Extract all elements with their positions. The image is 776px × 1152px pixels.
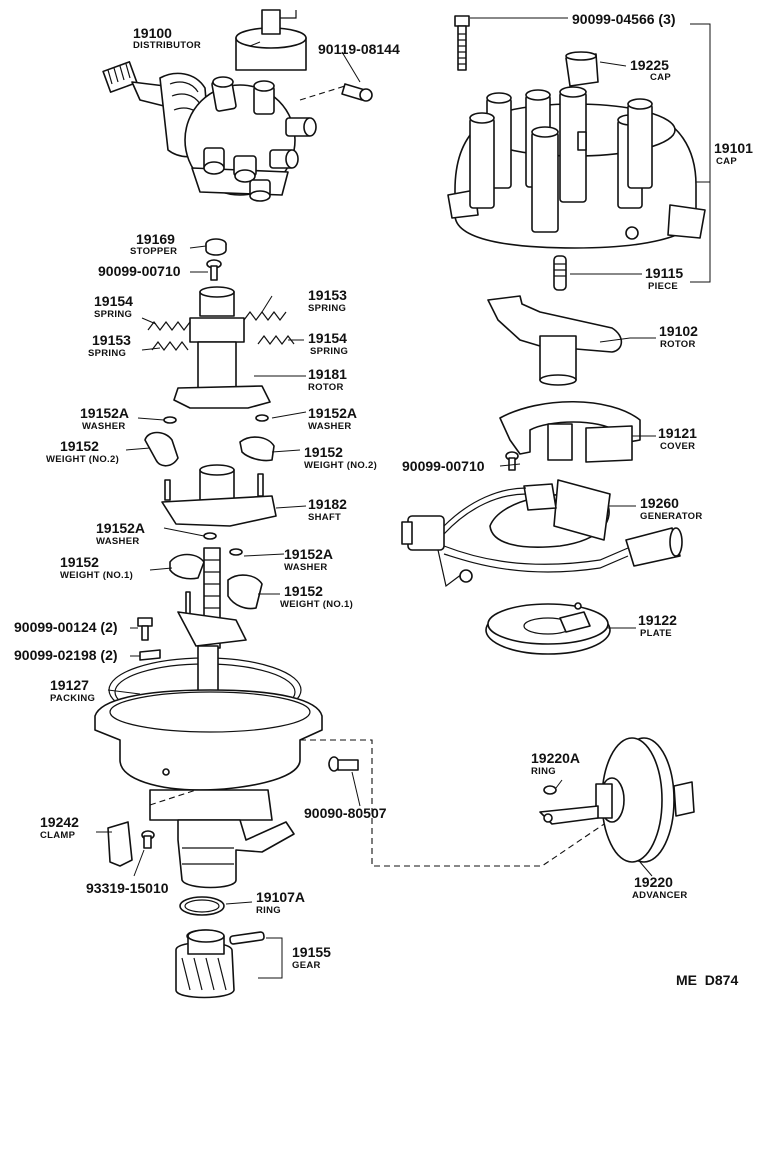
- part-name-packing: PACKING: [50, 693, 95, 704]
- part-name-generator: GENERATOR: [640, 511, 703, 522]
- part-name-cap: CAP: [716, 156, 737, 167]
- part-name-washer-l3: WASHER: [96, 536, 140, 547]
- part-number-rotor-19181: 19181: [308, 366, 347, 382]
- part-number-spring-l2: 19153: [92, 332, 131, 348]
- part-number-screw-08144: 90119-08144: [318, 41, 400, 57]
- part-number-cap-small: 19225: [630, 57, 669, 73]
- part-number-washer-l1: 19152A: [80, 405, 129, 421]
- part-name-weight-l2: WEIGHT (NO.2): [46, 454, 119, 465]
- part-number-stopper: 19169: [136, 231, 175, 247]
- part-number-spring-r2: 19154: [308, 330, 347, 346]
- part-number-shaft: 19182: [308, 496, 347, 512]
- part-number-distributor: 19100: [133, 25, 172, 41]
- part-number-rotor-19102: 19102: [659, 323, 698, 339]
- part-number-screw-00710b: 90099-00710: [402, 458, 485, 474]
- part-name-spring-l2: SPRING: [88, 348, 126, 359]
- part-number-weight-r1: 19152: [284, 583, 323, 599]
- cap-drawing: [447, 15, 706, 291]
- rotor-drawing: [487, 295, 623, 386]
- part-number-screw-00124: 90099-00124 (2): [14, 619, 118, 635]
- part-name-washer-l1: WASHER: [82, 421, 126, 432]
- part-number-spring-l1: 19154: [94, 293, 133, 309]
- part-name-plate: PLATE: [640, 628, 672, 639]
- part-name-weight-l1: WEIGHT (NO.1): [60, 570, 133, 581]
- part-number-gear: 19155: [292, 944, 331, 960]
- part-name-spring-l1: SPRING: [94, 309, 132, 320]
- part-name-distributor: DISTRIBUTOR: [133, 40, 201, 51]
- generator-drawing: [401, 479, 683, 588]
- part-number-advancer: 19220: [634, 874, 673, 890]
- part-name-rotor-19181: ROTOR: [308, 382, 344, 393]
- part-number-weight-r2: 19152: [304, 444, 343, 460]
- part-name-piece: PIECE: [648, 281, 678, 292]
- part-number-spring-r1: 19153: [308, 287, 347, 303]
- part-number-ring-19220a: 19220A: [531, 750, 580, 766]
- part-name-advancer: ADVANCER: [632, 890, 688, 901]
- governor-parts-drawing: [137, 238, 295, 661]
- part-name-washer-r3: WASHER: [284, 562, 328, 573]
- part-name-ring-19107a: RING: [256, 905, 281, 916]
- part-number-cap: 19101: [714, 140, 753, 156]
- part-name-spring-r2: SPRING: [310, 346, 348, 357]
- part-number-packing: 19127: [50, 677, 89, 693]
- part-name-weight-r1: WEIGHT (NO.1): [280, 599, 353, 610]
- part-number-washer-l3: 19152A: [96, 520, 145, 536]
- part-number-clamp: 19242: [40, 814, 79, 830]
- part-number-bolt-15010: 93319-15010: [86, 880, 169, 896]
- part-name-stopper: STOPPER: [130, 246, 177, 257]
- part-number-weight-l2: 19152: [60, 438, 99, 454]
- gear-drawing: [175, 896, 265, 999]
- part-name-shaft: SHAFT: [308, 512, 341, 523]
- part-labels: 19100 DISTRIBUTOR 90119-08144 90099-0456…: [14, 11, 753, 988]
- part-number-washer-02198: 90099-02198 (2): [14, 647, 118, 663]
- part-number-screw-80507: 90090-80507: [304, 805, 387, 821]
- diagram-code: ME D874: [676, 972, 738, 988]
- housing-drawing: [94, 645, 611, 889]
- distributor-assembly-drawing: [102, 9, 373, 202]
- part-number-weight-l1: 19152: [60, 554, 99, 570]
- part-number-screw-00710a: 90099-00710: [98, 263, 181, 279]
- part-name-rotor-19102: ROTOR: [660, 339, 696, 350]
- part-number-plate: 19122: [638, 612, 677, 628]
- plate-drawing: [485, 602, 611, 655]
- part-number-washer-r3: 19152A: [284, 546, 333, 562]
- cover-drawing: [499, 400, 641, 471]
- part-name-washer-r1: WASHER: [308, 421, 352, 432]
- part-number-washer-r1: 19152A: [308, 405, 357, 421]
- part-number-generator: 19260: [640, 495, 679, 511]
- part-number-cover: 19121: [658, 425, 697, 441]
- part-name-clamp: CLAMP: [40, 830, 76, 841]
- part-name-spring-r1: SPRING: [308, 303, 346, 314]
- part-name-weight-r2: WEIGHT (NO.2): [304, 460, 377, 471]
- part-number-bolt-04566: 90099-04566 (3): [572, 11, 676, 27]
- leader-lines: [96, 17, 711, 979]
- part-number-ring-19107a: 19107A: [256, 889, 305, 905]
- part-name-ring-19220a: RING: [531, 766, 556, 777]
- advancer-drawing: [539, 737, 695, 863]
- part-name-gear: GEAR: [292, 960, 321, 971]
- part-name-cover: COVER: [660, 441, 695, 452]
- part-name-cap-small: CAP: [650, 72, 671, 83]
- part-number-piece: 19115: [645, 265, 683, 281]
